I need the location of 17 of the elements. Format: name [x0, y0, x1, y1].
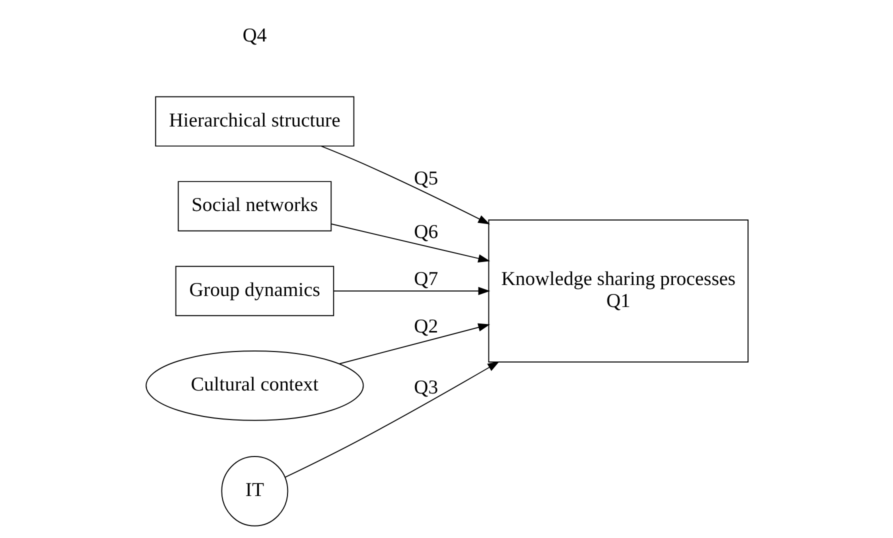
- arrow: [284, 361, 499, 478]
- arrow: [338, 323, 490, 364]
- node-box: Knowledge sharing processes Q1: [488, 220, 748, 362]
- edge-label: Q2: [414, 315, 438, 338]
- edge-label: Q5: [414, 168, 438, 190]
- arrow: [330, 224, 490, 262]
- node-box: Hierarchical structure: [154, 96, 354, 147]
- label: Q4: [242, 24, 266, 47]
- edge-label: Q3: [414, 376, 438, 399]
- node-ellipse: Cultural context: [145, 350, 364, 421]
- node-box: Social networks: [177, 181, 332, 232]
- edge-label: Q6: [414, 220, 438, 243]
- node-box: Group dynamics: [174, 266, 334, 316]
- edge-label: Q7: [414, 268, 438, 290]
- arrow: [332, 286, 490, 296]
- node-circle: IT: [220, 456, 288, 526]
- arrow: [320, 146, 490, 224]
